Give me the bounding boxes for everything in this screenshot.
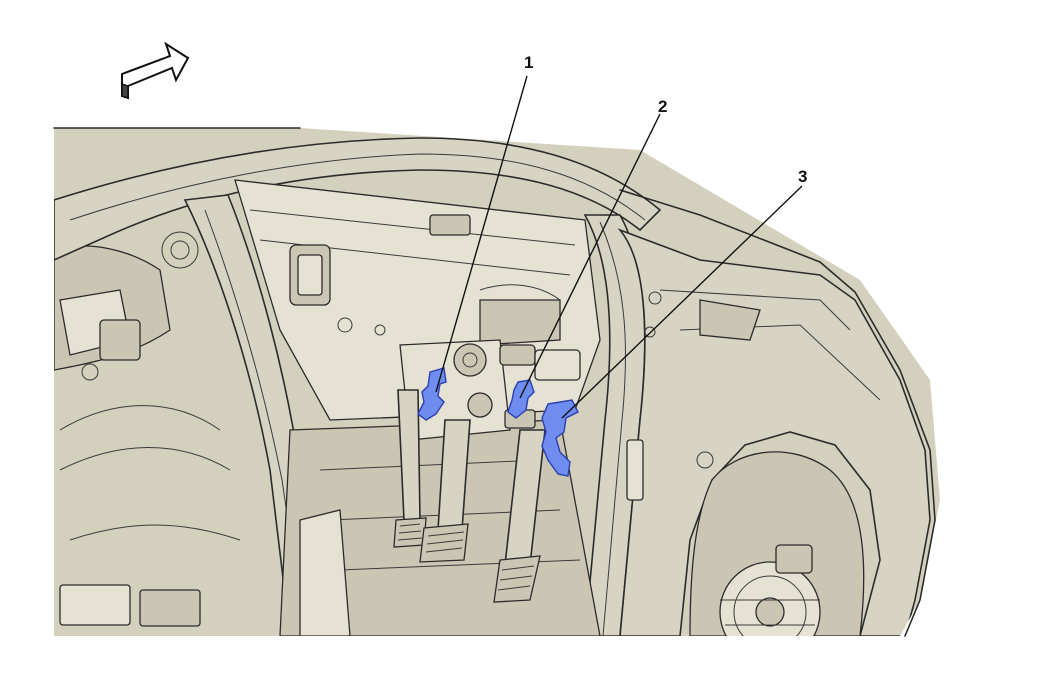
leader-line-2 <box>519 113 661 399</box>
leader-line-1 <box>435 75 528 393</box>
callout-3: 3 <box>798 167 807 186</box>
highlighted-component-2 <box>507 379 535 419</box>
forward-direction-arrow-icon <box>121 41 190 100</box>
vehicle-body-illustration <box>54 128 940 636</box>
callout-2: 2 <box>658 97 667 116</box>
callout-1: 1 <box>524 53 533 72</box>
leader-line-3 <box>561 185 803 419</box>
highlighted-component-3 <box>541 399 579 477</box>
